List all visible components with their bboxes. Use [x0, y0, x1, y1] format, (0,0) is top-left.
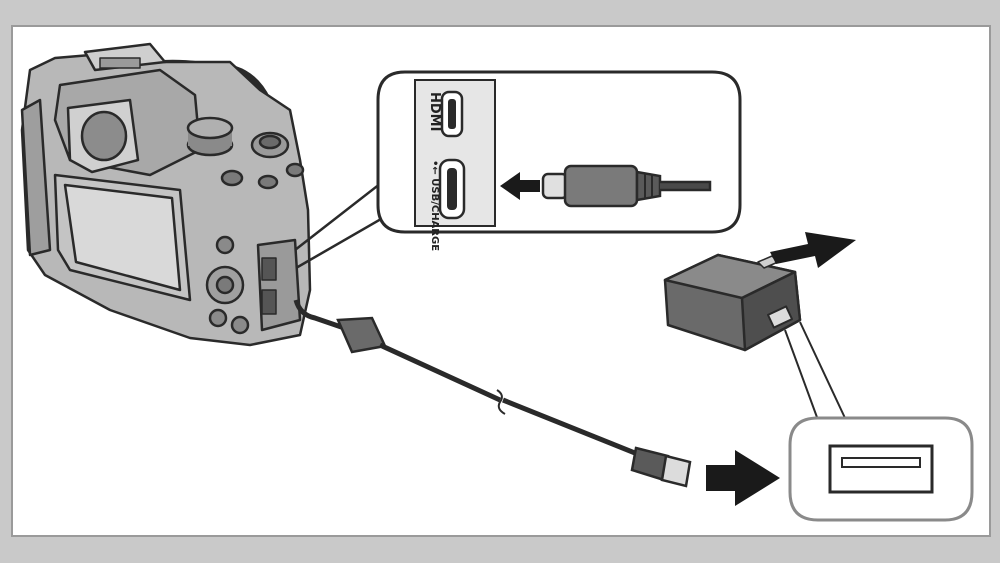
adapter-leader-lines — [784, 321, 846, 421]
hdmi-port-label: HDMI — [427, 92, 442, 131]
usb-charge-port-label: •← USB/CHARGE — [429, 160, 440, 251]
camera-icon — [20, 42, 312, 347]
usb-a-plug-icon — [630, 446, 692, 488]
ac-adapter-icon — [663, 253, 802, 352]
usb-cable — [293, 299, 641, 458]
arrow-icon — [706, 450, 780, 506]
usb-a-port-icon — [828, 444, 934, 494]
callout-leader-lines — [294, 179, 389, 270]
port-zoom-callout: HDMI •← USB/CHARGE — [376, 70, 742, 251]
arrow-icon — [500, 172, 540, 200]
arrow-icon — [770, 232, 856, 268]
usb-c-plug-icon — [541, 164, 712, 208]
usb-a-port-zoom — [788, 416, 974, 522]
